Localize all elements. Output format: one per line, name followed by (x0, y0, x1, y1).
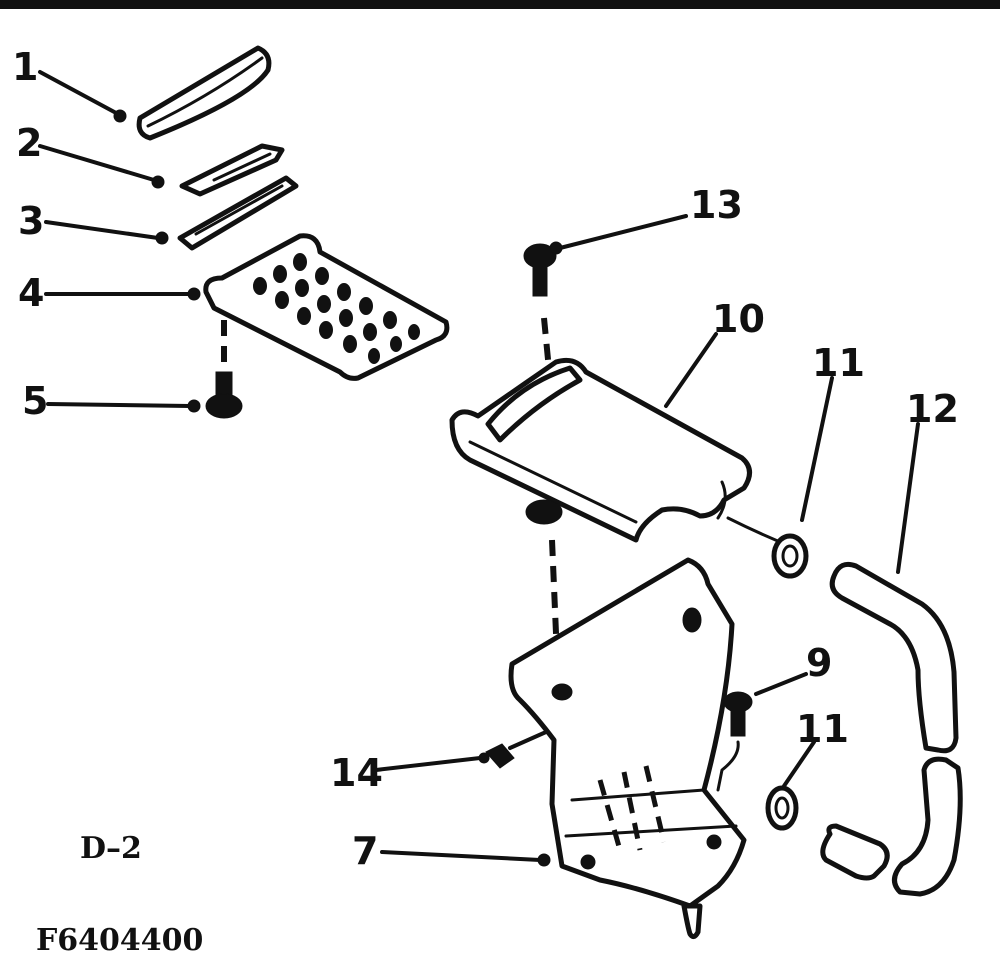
callout-13: 13 (690, 183, 743, 227)
callout-11-lower: 11 (796, 707, 849, 751)
part-2-clip (179, 143, 285, 197)
part-11-clamp-lower (765, 785, 799, 831)
part-10-housing (449, 357, 752, 543)
callout-2: 2 (16, 121, 42, 165)
part-13-screw (523, 243, 557, 297)
hose-segment (820, 823, 890, 881)
callout-1: 1 (12, 45, 38, 89)
part-1-lens (136, 45, 272, 141)
callout-5: 5 (22, 379, 48, 423)
callout-3: 3 (18, 199, 44, 243)
part-3-strip (177, 175, 299, 251)
callout-11-upper: 11 (812, 341, 865, 385)
part-9-screw (716, 691, 753, 792)
callout-9: 9 (806, 641, 832, 685)
figure-id: F6404400 (36, 923, 203, 958)
part-7-bracket (508, 557, 747, 940)
leader-lines (38, 70, 920, 867)
dash-13-10 (541, 317, 553, 381)
callout-7: 7 (352, 829, 378, 873)
callout-10: 10 (712, 297, 765, 341)
part-14-fastener (485, 743, 515, 769)
part-5-bolt (205, 371, 243, 419)
callout-12: 12 (906, 387, 959, 431)
part-11-clamp-upper (771, 533, 809, 579)
part-12-hose (829, 561, 963, 897)
callout-14: 14 (330, 751, 383, 795)
top-border (0, 0, 1000, 9)
part-4-plate (203, 233, 450, 381)
callout-4: 4 (18, 271, 44, 315)
view-label: D–2 (80, 831, 142, 866)
